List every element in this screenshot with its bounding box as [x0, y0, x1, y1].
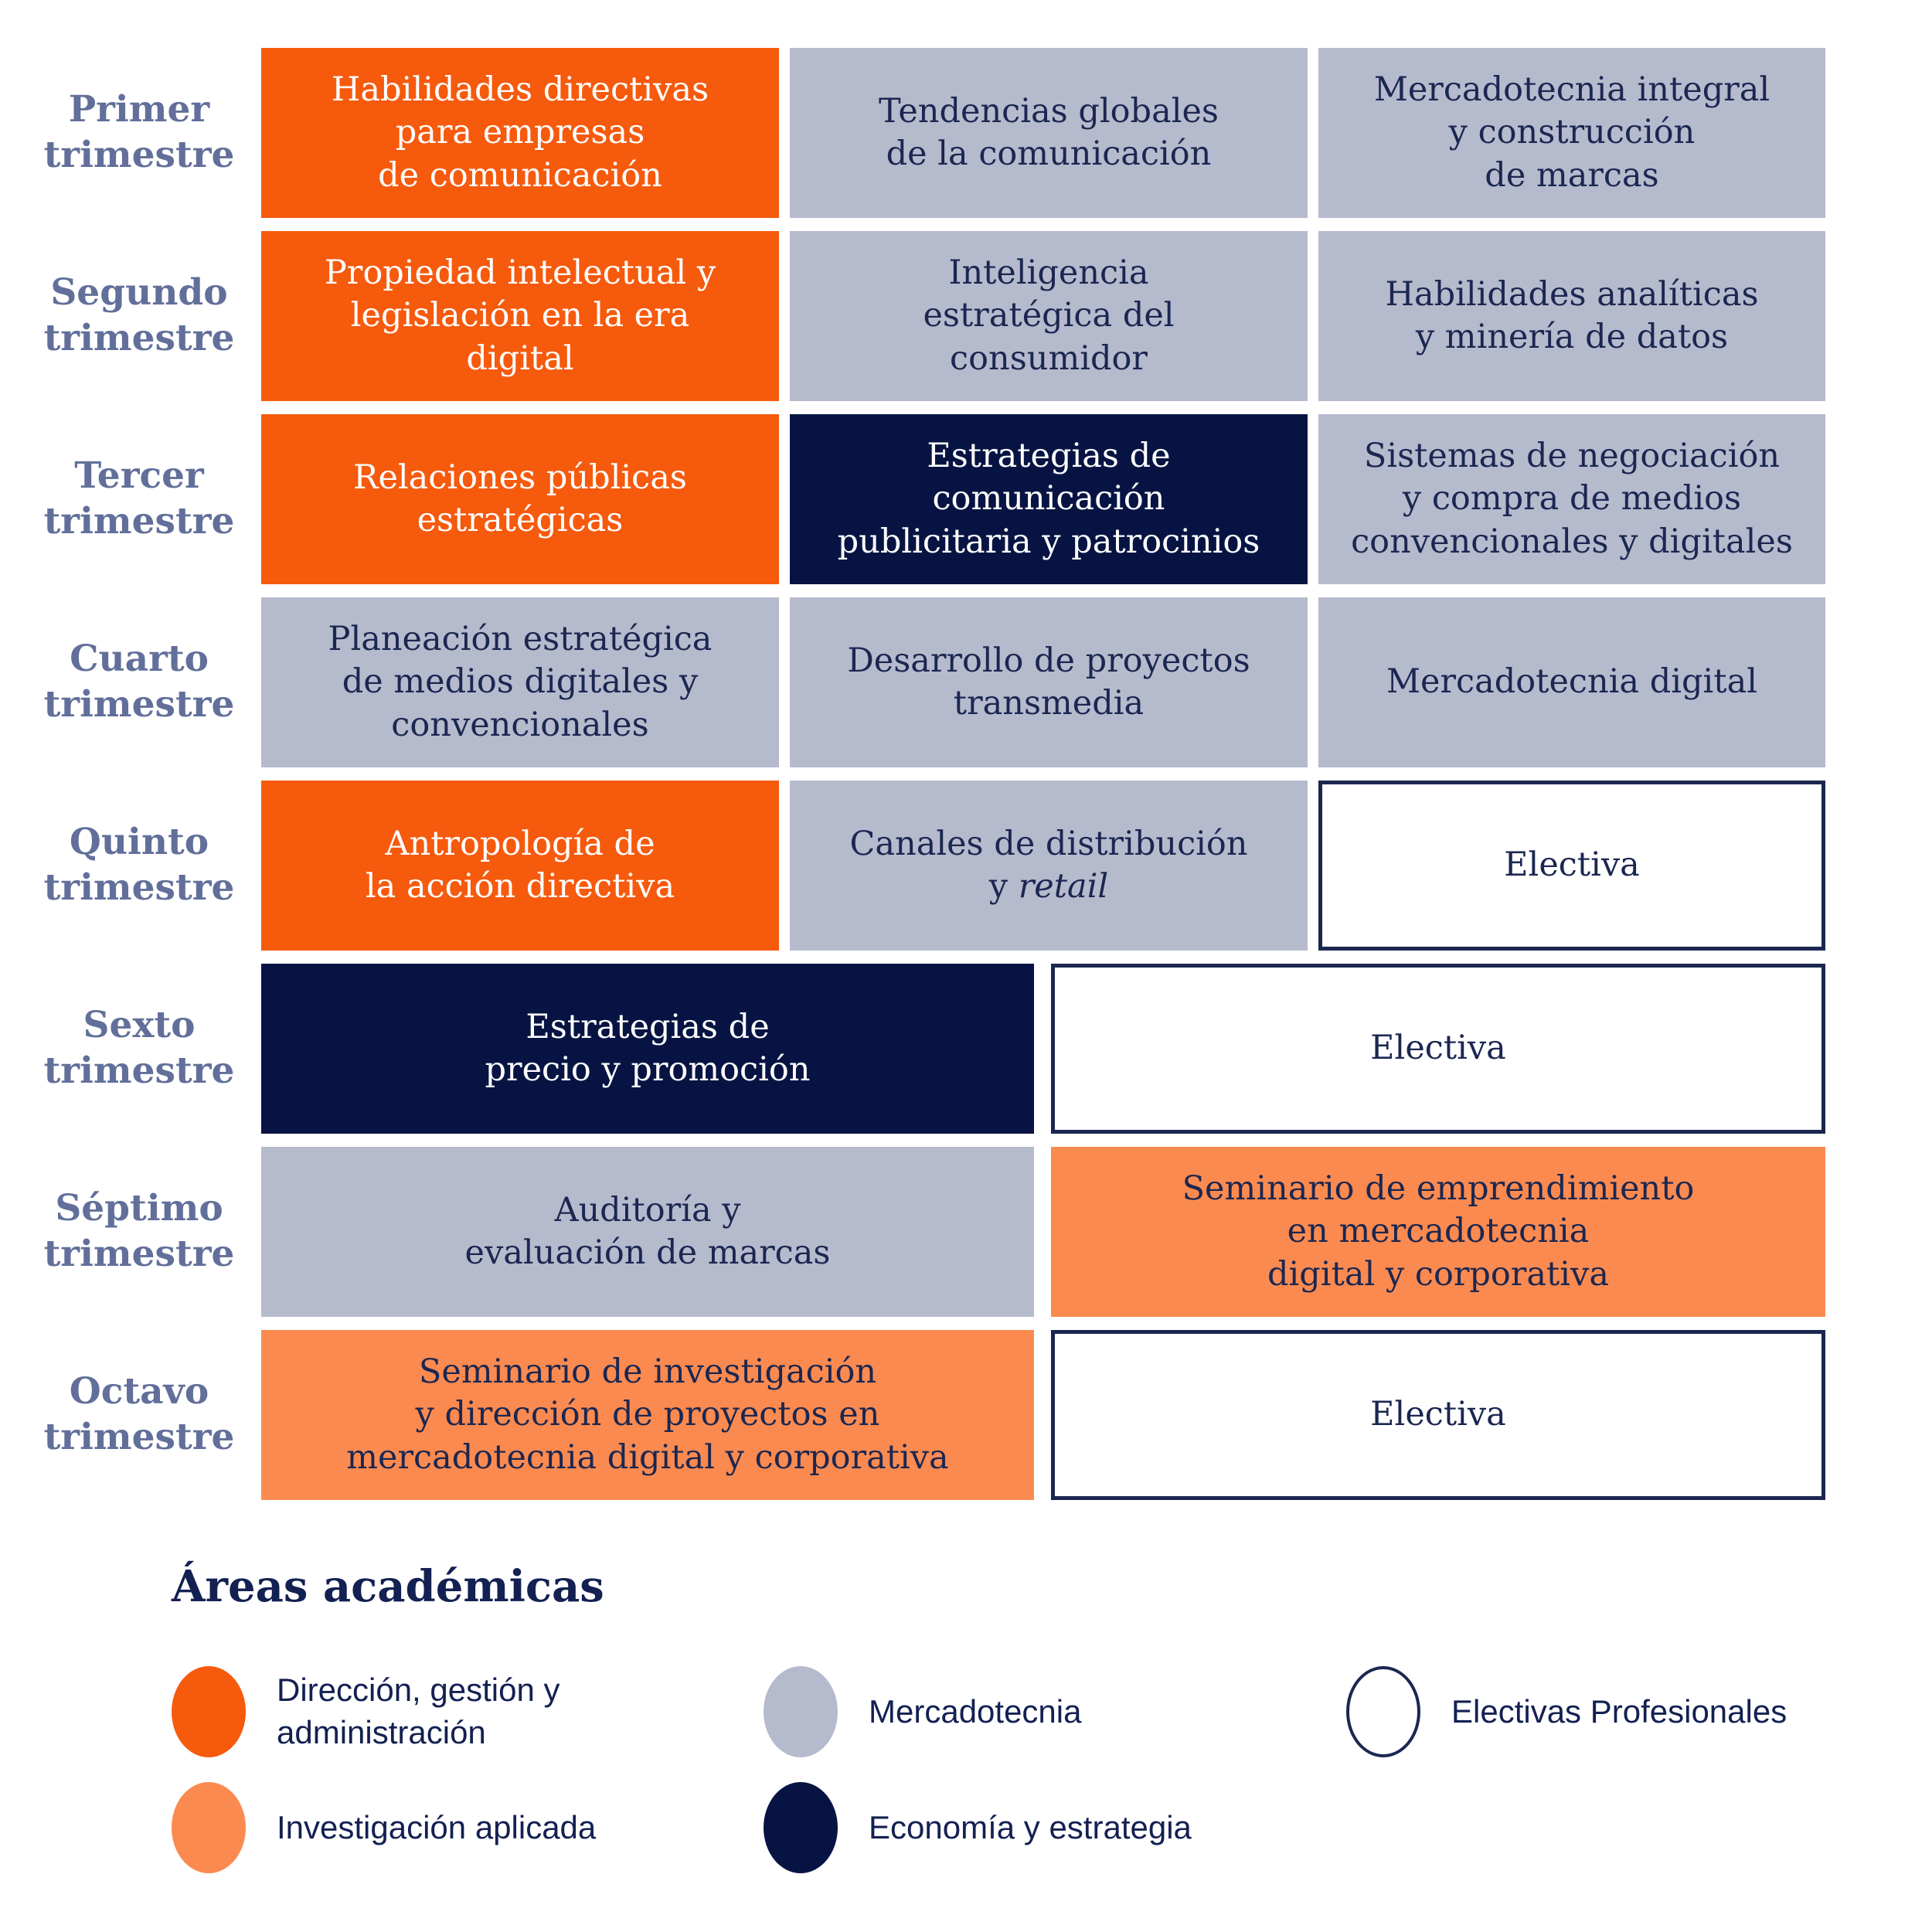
legend-item: Electivas Profesionales [1346, 1665, 1787, 1758]
trimester-label: Primer trimestre [43, 88, 235, 176]
legend-item: Investigación aplicada [172, 1781, 596, 1874]
course-title: Planeación estratégica de medios digital… [328, 620, 713, 744]
legend-dot-direccion [172, 1666, 246, 1757]
trimester-label: Séptimo trimestre [43, 1187, 235, 1275]
course-title: Relaciones públicas estratégicas [353, 457, 687, 539]
course-cell: Sistemas de negociación y compra de medi… [1318, 414, 1825, 584]
legend-item-label: Mercadotecnia [869, 1692, 1082, 1730]
course-cell: Relaciones públicas estratégicas [261, 414, 779, 584]
course-title: Antropología de la acción directiva [365, 824, 675, 906]
course-cell: Mercadotecnia digital [1318, 597, 1825, 767]
course-cell: Estrategias de comunicación publicitaria… [790, 414, 1308, 584]
legend-item: Economía y estrategia [764, 1781, 1192, 1874]
legend-item: Mercadotecnia [764, 1665, 1081, 1758]
course-title: Inteligencia estratégica del consumidor [923, 253, 1175, 378]
course-title: Canales de distribución y retail [849, 824, 1248, 906]
course-title: Electiva [1504, 845, 1640, 885]
course-title: Desarrollo de proyectos transmedia [847, 641, 1250, 723]
course-title: Auditoría y evaluación de marcas [464, 1190, 831, 1272]
course-title: Electiva [1370, 1395, 1506, 1434]
course-cell: Inteligencia estratégica del consumidor [790, 231, 1308, 401]
course-title: Seminario de investigación y dirección d… [346, 1352, 949, 1477]
course-cell: Planeación estratégica de medios digital… [261, 597, 779, 767]
course-title: Estrategias de comunicación publicitaria… [837, 437, 1260, 561]
trimester-label: Octavo trimestre [43, 1370, 235, 1458]
course-title: Seminario de emprendimiento en mercadote… [1182, 1169, 1695, 1294]
course-title: Tendencias globales de la comunicación [879, 91, 1219, 173]
course-title: Habilidades directivas para empresas de … [331, 70, 709, 195]
legend-item-label: Economía y estrategia [869, 1808, 1192, 1845]
trimester-label: Quinto trimestre [43, 821, 235, 909]
course-cell: Estrategias de precio y promoción [261, 964, 1034, 1134]
course-cell: Seminario de emprendimiento en mercadote… [1051, 1147, 1825, 1317]
course-cell: Habilidades directivas para empresas de … [261, 48, 779, 218]
trimester-label: Segundo trimestre [43, 271, 235, 359]
legend-dot-investigacion [172, 1782, 246, 1873]
course-cell: Habilidades analíticas y minería de dato… [1318, 231, 1825, 401]
course-cell: Seminario de investigación y dirección d… [261, 1330, 1034, 1500]
course-title: Mercadotecnia digital [1386, 662, 1757, 702]
course-cell: Tendencias globales de la comunicación [790, 48, 1308, 218]
course-title: Sistemas de negociación y compra de medi… [1351, 437, 1793, 561]
course-title: Mercadotecnia integral y construcción de… [1373, 70, 1770, 195]
course-title: Electiva [1370, 1029, 1506, 1068]
legend-item: Dirección, gestión y administración [172, 1665, 560, 1758]
course-title: Estrategias de precio y promoción [485, 1007, 811, 1089]
legend-item-label: Investigación aplicada [277, 1808, 597, 1845]
elective-cell: Electiva [1318, 781, 1825, 951]
course-cell: Mercadotecnia integral y construcción de… [1318, 48, 1825, 218]
course-cell: Auditoría y evaluación de marcas [261, 1147, 1034, 1317]
elective-cell: Electiva [1051, 1330, 1825, 1500]
legend-title: Áreas académicas [172, 1561, 604, 1612]
legend-item-label: Dirección, gestión y administración [277, 1672, 560, 1750]
legend-dot-economia [764, 1782, 838, 1873]
legend-dot-electivas [1346, 1666, 1420, 1757]
trimester-label: Sexto trimestre [43, 1004, 235, 1092]
course-title: Habilidades analíticas y minería de dato… [1385, 274, 1759, 356]
trimester-label: Tercer trimestre [43, 454, 235, 543]
course-cell: Desarrollo de proyectos transmedia [790, 597, 1308, 767]
course-cell: Canales de distribución y retail [790, 781, 1308, 951]
legend-item-label: Electivas Profesionales [1451, 1692, 1787, 1730]
course-cell: Propiedad intelectual y legislación en l… [261, 231, 779, 401]
course-title: Propiedad intelectual y legislación en l… [324, 253, 716, 378]
elective-cell: Electiva [1051, 964, 1825, 1134]
trimester-label: Cuarto trimestre [43, 638, 235, 726]
course-cell: Antropología de la acción directiva [261, 781, 779, 951]
legend-dot-mercadotecnia [764, 1666, 838, 1757]
